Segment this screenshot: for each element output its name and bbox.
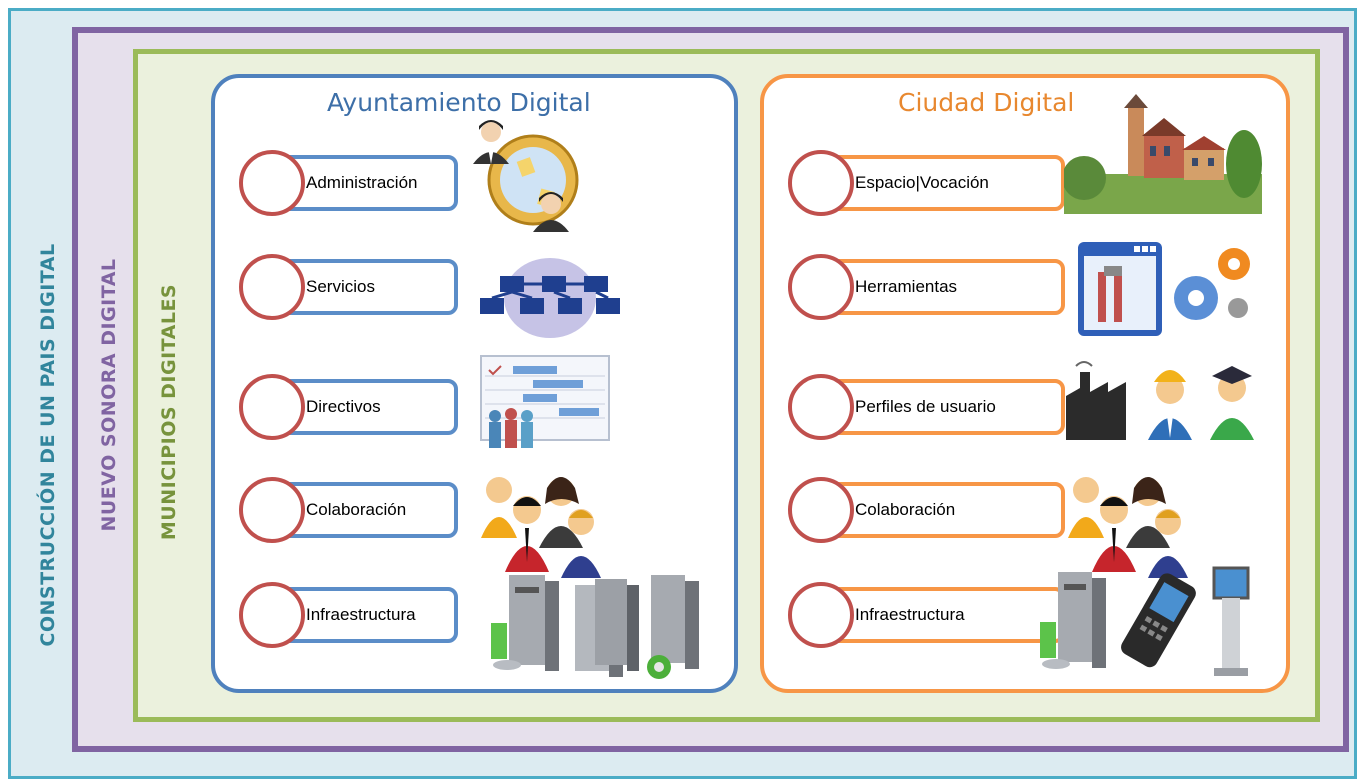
inner-label: MUNICIPIOS DIGITALES: [158, 283, 180, 541]
ciudad-title: Ciudad Digital: [898, 88, 1075, 117]
servers-icon: [491, 575, 699, 679]
middle-label: NUEVO SONORA DIGITAL: [98, 258, 120, 532]
item-circle: [788, 254, 854, 320]
user-profiles-icon: [1066, 361, 1254, 440]
castle-icon: [1064, 94, 1262, 214]
item-circle: [239, 582, 305, 648]
item-circle: [788, 150, 854, 216]
ayuntamiento-title: Ayuntamiento Digital: [327, 88, 591, 117]
tools-gears-icon: [1078, 242, 1250, 336]
item-circle: [239, 150, 305, 216]
item-label: Herramientas: [807, 259, 1065, 315]
outer-label: CONSTRUCCIÓN DE UN PAIS DIGITAL: [37, 243, 59, 647]
item-circle: [788, 582, 854, 648]
meeting-icon: [473, 120, 579, 232]
ciudad-panel: Ciudad Digital Espacio|Vocación Herramie…: [760, 74, 1290, 693]
gantt-chart-icon: [480, 355, 610, 448]
ayuntamiento-panel: Ayuntamiento Digital Administración Serv…: [211, 74, 738, 693]
devices-icon: [1040, 566, 1250, 676]
people-group-icon: [1068, 477, 1188, 578]
item-circle: [788, 477, 854, 543]
item-circle: [239, 477, 305, 543]
item-circle: [239, 374, 305, 440]
item-circle: [239, 254, 305, 320]
people-group-icon: [481, 477, 601, 578]
network-icon: [480, 258, 620, 338]
item-circle: [788, 374, 854, 440]
